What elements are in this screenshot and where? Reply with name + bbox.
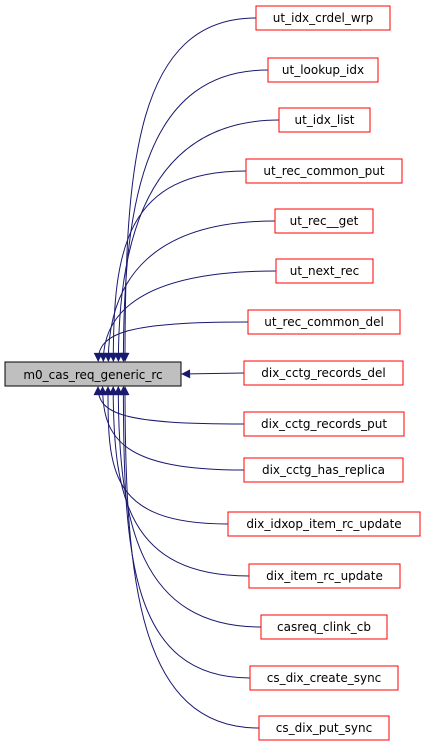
caller-node[interactable]: cs_dix_put_sync xyxy=(258,715,390,741)
caller-node-label: ut_rec_common_put xyxy=(263,164,384,178)
call-edge xyxy=(113,386,262,628)
caller-node-box xyxy=(260,614,388,640)
caller-node-label: dix_cctg_records_del xyxy=(261,366,386,380)
call-edge xyxy=(103,386,229,525)
nodes: m0_cas_req_generic_rc ut_idx_crdel_wrput… xyxy=(4,5,421,741)
caller-node-label: dix_idxop_item_rc_update xyxy=(246,517,401,531)
caller-node[interactable]: dix_cctg_has_replica xyxy=(243,457,404,483)
call-edge xyxy=(118,69,269,362)
caller-node[interactable]: dix_cctg_records_del xyxy=(243,360,404,386)
caller-node[interactable]: ut_rec__get xyxy=(274,208,374,234)
caller-node-box xyxy=(275,258,374,284)
root-node[interactable]: m0_cas_req_generic_rc xyxy=(4,361,182,387)
caller-node-label: casreq_clink_cb xyxy=(277,620,371,634)
caller-node-box xyxy=(243,360,404,386)
root-node-label: m0_cas_req_generic_rc xyxy=(23,368,162,382)
root-node-box xyxy=(4,361,182,387)
caller-node[interactable]: ut_next_rec xyxy=(275,258,374,284)
caller-node-label: ut_rec_common_del xyxy=(264,315,384,329)
call-edge xyxy=(113,119,280,362)
caller-node-label: ut_idx_crdel_wrp xyxy=(273,11,373,25)
call-edge xyxy=(181,369,245,379)
caller-node-box xyxy=(227,511,421,537)
caller-node-label: ut_rec__get xyxy=(290,214,359,228)
caller-node-box xyxy=(243,411,405,437)
caller-node-label: ut_next_rec xyxy=(290,264,360,278)
call-edge xyxy=(108,170,247,362)
caller-node-box xyxy=(258,715,390,741)
caller-node-box xyxy=(245,158,403,184)
caller-node[interactable]: dix_cctg_records_put xyxy=(243,411,405,437)
caller-node[interactable]: ut_rec_common_put xyxy=(245,158,403,184)
call-edge xyxy=(120,386,260,729)
caller-node[interactable]: dix_item_rc_update xyxy=(248,563,401,589)
call-edge xyxy=(103,220,276,362)
caller-node-label: cs_dix_put_sync xyxy=(276,721,372,735)
call-edge xyxy=(108,386,250,577)
edges xyxy=(93,17,280,729)
caller-node-box xyxy=(247,309,401,335)
call-edge xyxy=(118,386,251,679)
caller-node-label: dix_item_rc_update xyxy=(266,569,383,583)
caller-node[interactable]: dix_idxop_item_rc_update xyxy=(227,511,421,537)
caller-node[interactable]: ut_idx_crdel_wrp xyxy=(255,5,391,31)
caller-node[interactable]: ut_lookup_idx xyxy=(267,57,379,83)
caller-node[interactable]: ut_rec_common_del xyxy=(247,309,401,335)
caller-node-box xyxy=(267,57,379,83)
call-edge xyxy=(98,270,277,362)
call-edge xyxy=(93,386,245,425)
caller-node-box xyxy=(274,208,374,234)
caller-node-box xyxy=(249,665,399,691)
caller-node-label: dix_cctg_has_replica xyxy=(262,463,385,477)
call-edge xyxy=(93,321,249,362)
caller-node-box xyxy=(278,107,371,133)
caller-node-box xyxy=(248,563,401,589)
call-edge xyxy=(120,17,257,362)
caller-node-label: ut_lookup_idx xyxy=(282,63,364,77)
call-edge xyxy=(98,386,245,471)
caller-node[interactable]: cs_dix_create_sync xyxy=(249,665,399,691)
caller-node[interactable]: casreq_clink_cb xyxy=(260,614,388,640)
caller-node-label: dix_cctg_records_put xyxy=(261,417,387,431)
caller-node-label: cs_dix_create_sync xyxy=(267,671,382,685)
caller-node-box xyxy=(243,457,404,483)
caller-node[interactable]: ut_idx_list xyxy=(278,107,371,133)
caller-node-label: ut_idx_list xyxy=(295,113,355,127)
caller-node-box xyxy=(255,5,391,31)
